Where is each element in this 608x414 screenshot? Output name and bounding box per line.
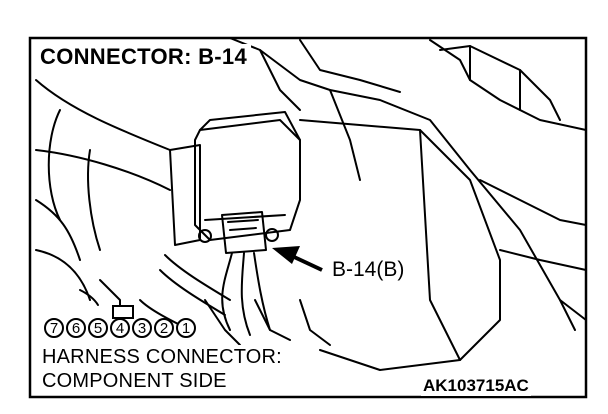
diagram-title: CONNECTOR: B-14 [40, 44, 252, 70]
wire-harness [221, 252, 233, 331]
figure-code: AK103715AC [421, 376, 531, 396]
figure-border [28, 36, 588, 399]
air-cleaner-box [299, 119, 501, 371]
pin-number: 6 [66, 318, 86, 338]
connector-key [112, 305, 134, 319]
pin-number: 4 [110, 318, 130, 338]
connector-pin-row: 7 6 5 4 3 2 1 [44, 318, 196, 338]
pin-number: 7 [44, 318, 64, 338]
harness-caption-line1: HARNESS CONNECTOR: [42, 346, 282, 368]
pin-number: 5 [88, 318, 108, 338]
connector-callout-label: B-14(B) [332, 258, 405, 281]
intake-duct [35, 79, 171, 151]
harness-caption-line2: COMPONENT SIDE [42, 370, 227, 392]
pin-number: 3 [132, 318, 152, 338]
pin-number: 1 [176, 318, 196, 338]
arrow-icon [272, 246, 323, 272]
background-housing [229, 37, 576, 331]
pin-number: 2 [154, 318, 174, 338]
sensor-body [194, 119, 301, 241]
harness-caption: HARNESS CONNECTOR: COMPONENT SIDE [42, 345, 282, 393]
connector-housing [221, 211, 267, 254]
